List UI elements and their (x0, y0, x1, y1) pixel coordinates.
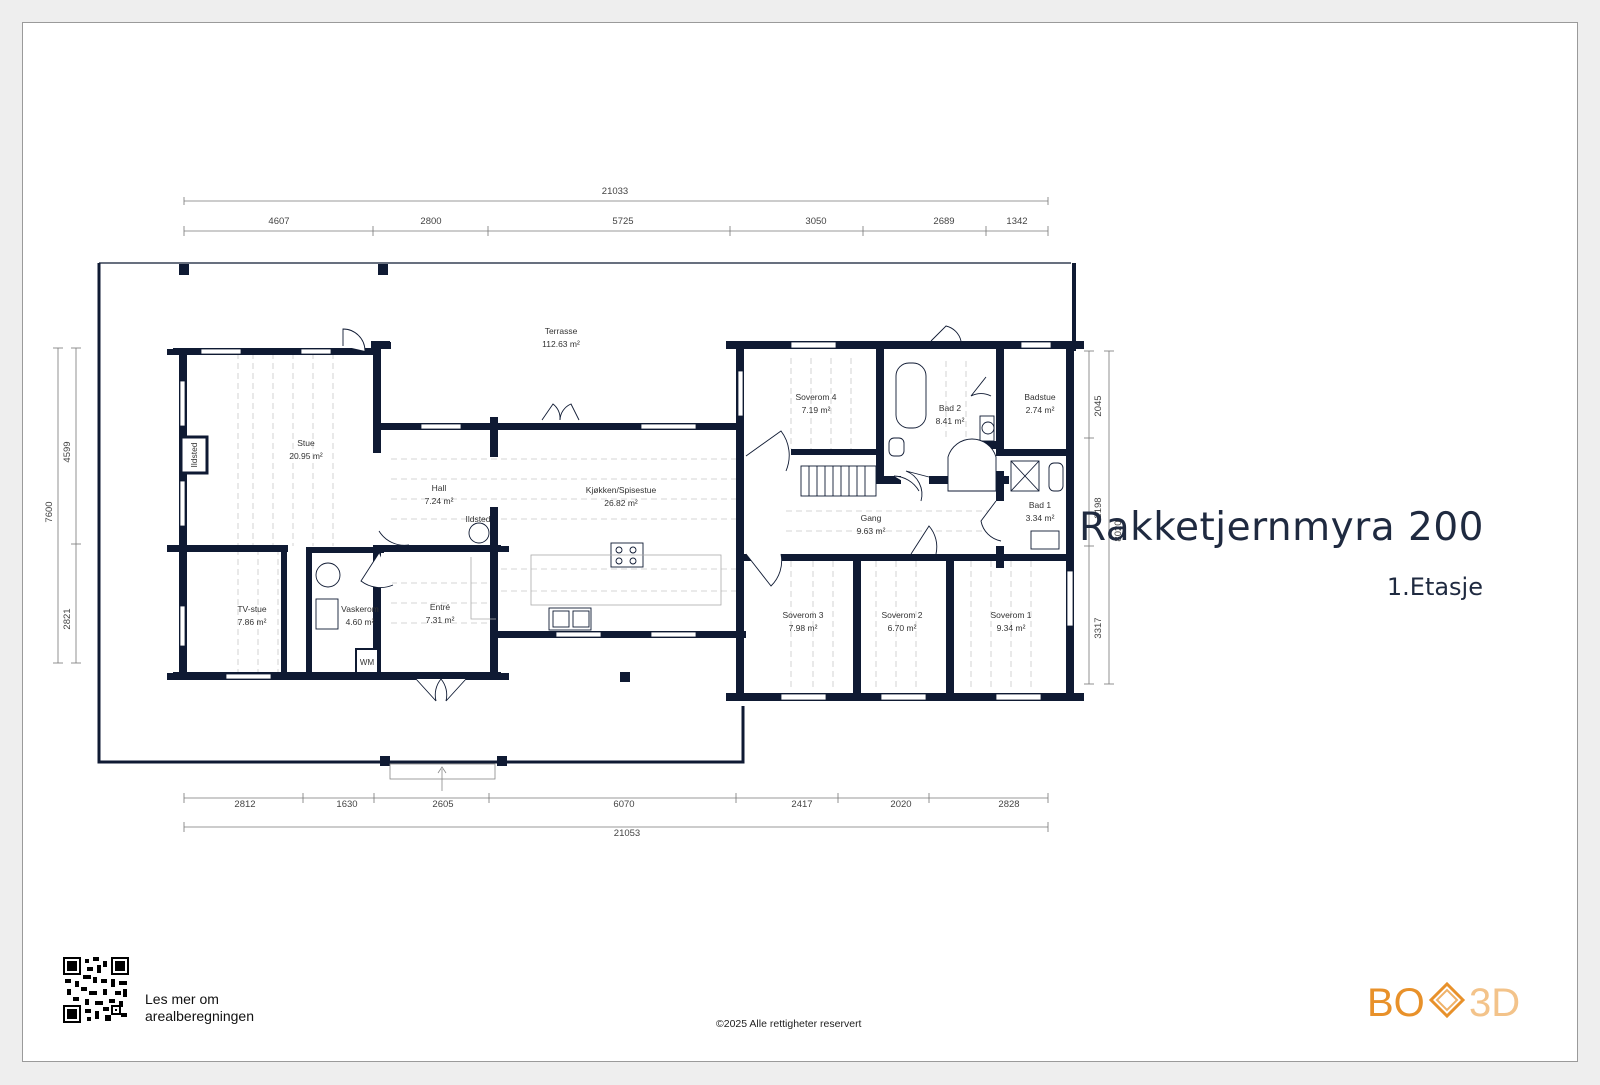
floor-plan-diagram: 21033 4607 2800 5725 3050 2689 1342 2812… (44, 186, 1124, 839)
water-heater (315, 562, 341, 588)
logo-text-3d: 3D (1469, 981, 1520, 1022)
dimension-labels: 21033 4607 2800 5725 3050 2689 1342 2812… (44, 186, 1124, 839)
room-area-kjokken: 26.82 m² (604, 498, 638, 508)
dim-top-1: 4607 (268, 216, 289, 227)
logo-diamond-icon (1428, 981, 1466, 1019)
dim-top-6: 1342 (1006, 216, 1027, 227)
room-area-gang: 9.63 m² (857, 526, 886, 536)
floor-pattern (237, 353, 1032, 691)
laundry-sink (315, 598, 339, 630)
room-labels: Terrasse 112.63 m² Stue 20.95 m² Hall 7.… (189, 326, 1056, 667)
dim-right-3: 3317 (1093, 617, 1104, 638)
room-area-entre: 7.31 m² (426, 615, 455, 625)
room-name-hall: Hall (432, 483, 447, 493)
room-area-soverom2: 6.70 m² (888, 623, 917, 633)
dim-right-2: 2198 (1093, 497, 1104, 518)
dim-bottom-3: 2605 (432, 799, 453, 810)
room-name-soverom3: Soverom 3 (782, 610, 823, 620)
room-area-bad2: 8.41 m² (936, 416, 965, 426)
logo-text-bo: BO (1367, 981, 1425, 1022)
room-area-bad1: 3.34 m² (1026, 513, 1055, 523)
dim-bottom-1: 2812 (234, 799, 255, 810)
room-name-tv-stue: TV-stue (237, 604, 267, 614)
washer-label: WM (360, 658, 375, 667)
room-name-vaskerom: Vaskerom (341, 604, 379, 614)
toilet-bad2 (888, 437, 905, 457)
dim-top-5: 2689 (933, 216, 954, 227)
room-name-soverom4: Soverom 4 (795, 392, 836, 402)
plan-sheet: 21033 4607 2800 5725 3050 2689 1342 2812… (22, 22, 1578, 1062)
toilet-bad1 (1048, 462, 1064, 492)
stairs (800, 465, 877, 497)
bo3d-logo: BO 3D (1367, 981, 1520, 1022)
copyright-text: ©2025 Alle rettigheter reservert (716, 1018, 862, 1030)
dim-bottom-5: 2417 (791, 799, 812, 810)
room-name-gang: Gang (861, 513, 882, 523)
terrace-steps (389, 763, 496, 791)
bathtub (895, 362, 927, 429)
floor-label: 1.Etasje (1386, 573, 1483, 601)
dim-left-2: 2821 (62, 608, 73, 629)
qr-caption: Les mer om arealberegningen (145, 991, 254, 1024)
dim-left-1: 4599 (62, 441, 73, 462)
dim-top-3: 5725 (612, 216, 633, 227)
room-name-terrasse: Terrasse (545, 326, 578, 336)
fireplace-label-hall: Ildsted (465, 514, 490, 524)
room-area-tv-stue: 7.86 m² (238, 617, 267, 627)
room-area-terrasse: 112.63 m² (542, 339, 580, 349)
washing-machine (355, 648, 379, 674)
room-area-badstue: 2.74 m² (1026, 405, 1055, 415)
room-name-stue: Stue (297, 438, 315, 448)
dim-top-total: 21033 (602, 186, 628, 197)
plan-title: Rakketjernmyra 200 (1079, 505, 1484, 550)
dimension-lines (53, 197, 1114, 832)
dim-left-total: 7600 (44, 501, 55, 522)
room-area-hall: 7.24 m² (425, 496, 454, 506)
doors (342, 325, 1002, 702)
terrace-outline (97, 262, 1076, 764)
room-name-soverom2: Soverom 2 (881, 610, 922, 620)
room-name-bad2: Bad 2 (939, 403, 961, 413)
dim-right-total: 8020 (1113, 520, 1124, 541)
room-name-badstue: Badstue (1024, 392, 1055, 402)
dim-bottom-7: 2828 (998, 799, 1019, 810)
room-area-vaskerom: 4.60 m² (346, 617, 375, 627)
qr-code[interactable] (63, 957, 129, 1023)
sink-bad1 (1030, 530, 1060, 550)
dim-top-4: 3050 (805, 216, 826, 227)
kitchen-counters (470, 554, 722, 620)
room-area-soverom4: 7.19 m² (802, 405, 831, 415)
room-area-soverom3: 7.98 m² (789, 623, 818, 633)
room-area-stue: 20.95 m² (289, 451, 323, 461)
shower-bad2 (947, 438, 997, 492)
room-name-soverom1: Soverom 1 (990, 610, 1031, 620)
fireplace-label-stue: Ildsted (189, 442, 199, 467)
room-area-soverom1: 9.34 m² (997, 623, 1026, 633)
room-name-kjokken: Kjøkken/Spisestue (586, 485, 657, 495)
dim-bottom-2: 1630 (336, 799, 357, 810)
dim-bottom-total: 21053 (614, 828, 640, 839)
dim-bottom-6: 2020 (890, 799, 911, 810)
room-name-entre: Entré (430, 602, 451, 612)
fireplace-hall (468, 522, 490, 544)
dim-bottom-4: 6070 (613, 799, 634, 810)
dim-right-1: 2045 (1093, 395, 1104, 416)
room-name-bad1: Bad 1 (1029, 500, 1051, 510)
fireplace-stue (179, 435, 209, 475)
terrace-posts (179, 264, 630, 766)
walls (167, 341, 1084, 701)
windows (179, 341, 1074, 701)
dim-top-2: 2800 (420, 216, 441, 227)
